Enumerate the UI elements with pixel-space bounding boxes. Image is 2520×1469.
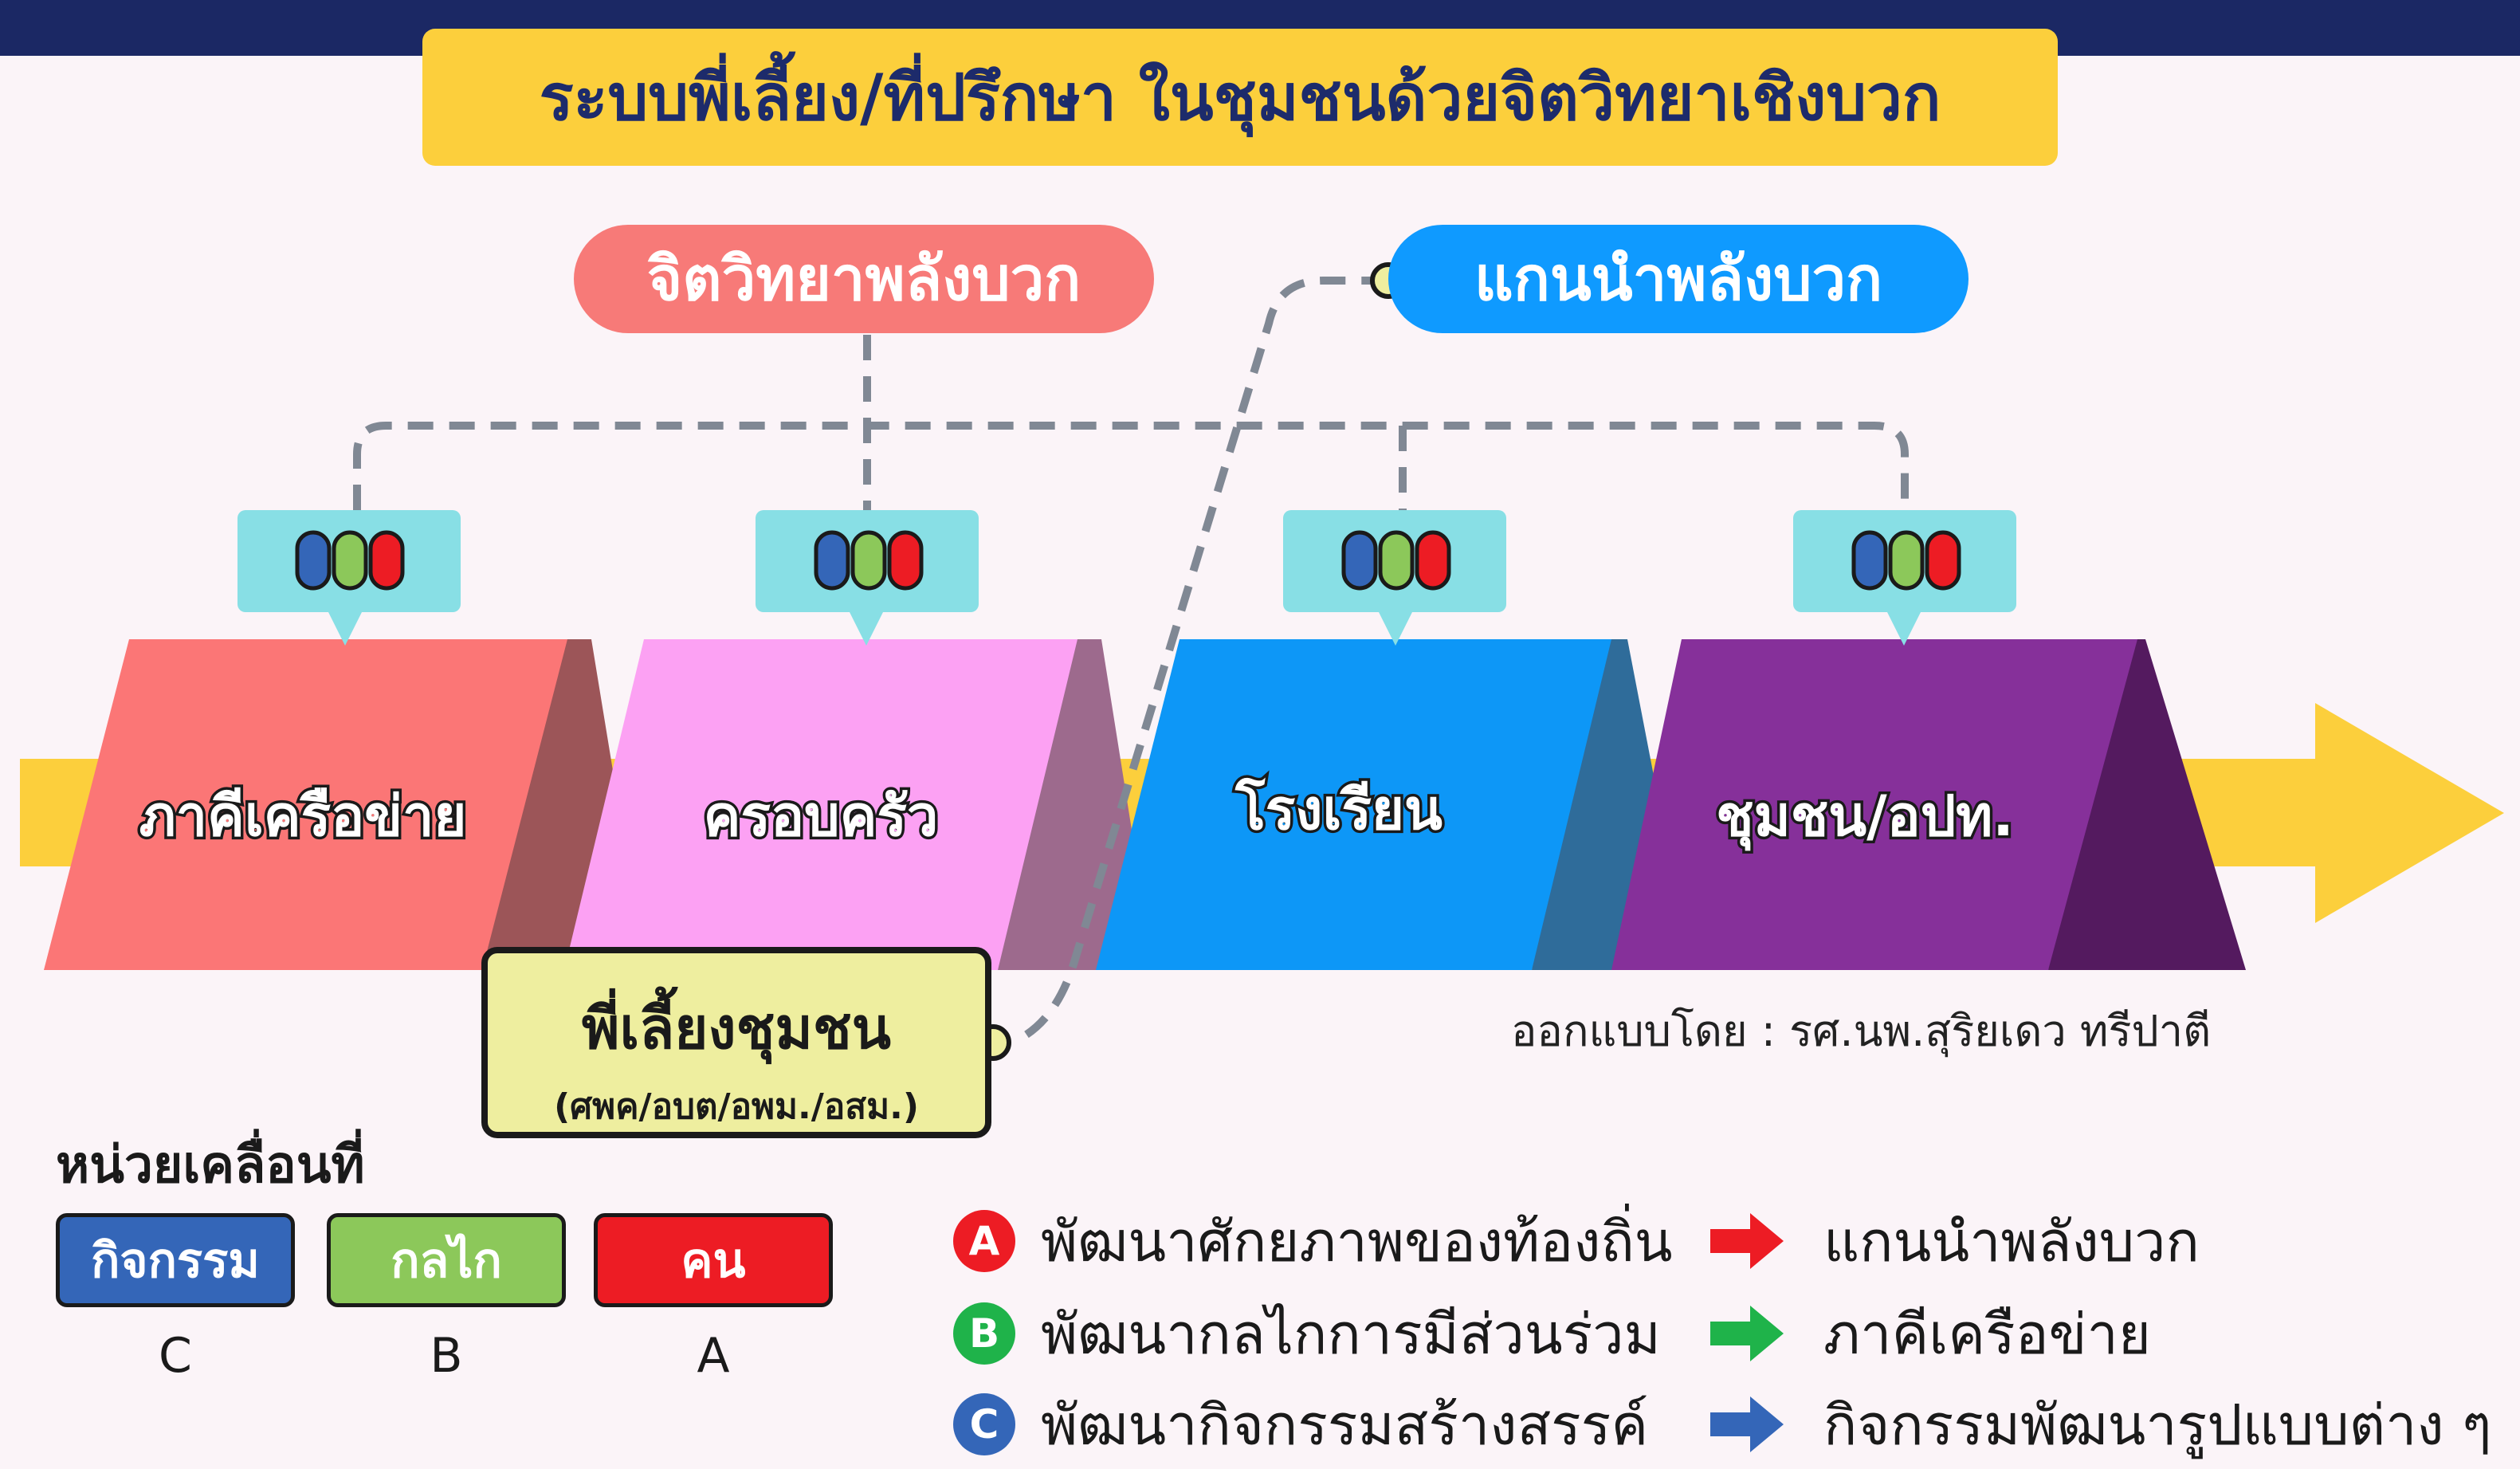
stage-panel-school xyxy=(1096,639,1611,970)
stage-shadow xyxy=(998,639,1154,970)
legend-row-c: C พัฒนากิจกรรมสร้างสรรค์ กิจกรรมพัฒนารูป… xyxy=(953,1388,2491,1460)
blue-arrow-icon xyxy=(1710,1396,1784,1452)
unit-mechanism-box: กลไก xyxy=(327,1213,566,1307)
positive-psychology-pill: จิตวิทยาพลังบวก xyxy=(574,225,1154,333)
legend-target-a: แกนนำพลังบวก xyxy=(1823,1208,2200,1275)
stage-panel-family xyxy=(564,639,1077,970)
red-arrow-icon xyxy=(1710,1213,1784,1269)
unit-letter-a: A xyxy=(697,1328,730,1384)
community-mentor-box: พี่เลี้ยงชุมชน (ศพค/อบต/อพม./อสม.) xyxy=(481,947,991,1138)
stage-label-family: ครอบครัว xyxy=(701,781,941,852)
mentor-subtitle: (ศพค/อบต/อพม./อสม.) xyxy=(554,1086,919,1127)
legend-text-c: พัฒนากิจกรรมสร้างสรรค์ xyxy=(1041,1392,1649,1458)
connector-lines xyxy=(353,277,1909,1039)
legend-badge-a: A xyxy=(953,1210,1015,1272)
stage-label-school: โรงเรียน xyxy=(1233,775,1446,846)
legend-row-b: B พัฒนากลไกการมีส่วนร่วม ภาคีเครือข่าย xyxy=(953,1298,2151,1369)
stage-label-community: ชุมชน/อปท. xyxy=(1713,781,2017,852)
designer-credit: ออกแบบโดย : รศ.นพ.สุริยเดว ทรีปาตี xyxy=(1511,1006,2212,1056)
legend-target-c: กิจกรรมพัฒนารูปแบบต่าง ๆ xyxy=(1823,1392,2492,1458)
unit-people-box: คน xyxy=(594,1213,833,1307)
legend-text-a: พัฒนาศักยภาพของท้องถิ่น xyxy=(1041,1208,1673,1275)
bubble-family xyxy=(756,510,979,646)
unit-letter-c: C xyxy=(159,1328,192,1384)
bubble-school xyxy=(1283,510,1506,646)
mobile-units-title: หน่วยเคลื่อนที่ xyxy=(56,1136,365,1195)
bubble-network xyxy=(237,510,461,646)
legend-target-b: ภาคีเครือข่าย xyxy=(1823,1301,2151,1367)
bubble-community xyxy=(1793,510,2016,646)
stage-panel-network xyxy=(44,639,567,970)
legend-text-b: พัฒนากลไกการมีส่วนร่วม xyxy=(1041,1301,1661,1367)
stage-label-network: ภาคีเครือข่าย xyxy=(136,781,469,852)
legend-badge-b: B xyxy=(953,1302,1015,1365)
mentor-title: พี่เลี้ยงชุมชน xyxy=(582,995,891,1062)
flow-arrowhead xyxy=(2315,703,2504,923)
positive-leaders-pill: แกนนำพลังบวก xyxy=(1388,225,1969,333)
stage-panel-community xyxy=(1611,639,2137,970)
green-arrow-icon xyxy=(1710,1306,1784,1361)
legend-badge-c: C xyxy=(953,1393,1015,1455)
legend-row-a: A พัฒนาศักยภาพของท้องถิ่น แกนนำพลังบวก xyxy=(953,1205,2200,1277)
title-banner: ระบบพี่เลี้ยง/ที่ปรึกษา ในชุมชนด้วยจิตวิ… xyxy=(422,29,2058,166)
page-title: ระบบพี่เลี้ยง/ที่ปรึกษา ในชุมชนด้วยจิตวิ… xyxy=(539,60,1941,135)
unit-activity-box: กิจกรรม xyxy=(56,1213,295,1307)
unit-letter-b: B xyxy=(430,1328,463,1384)
